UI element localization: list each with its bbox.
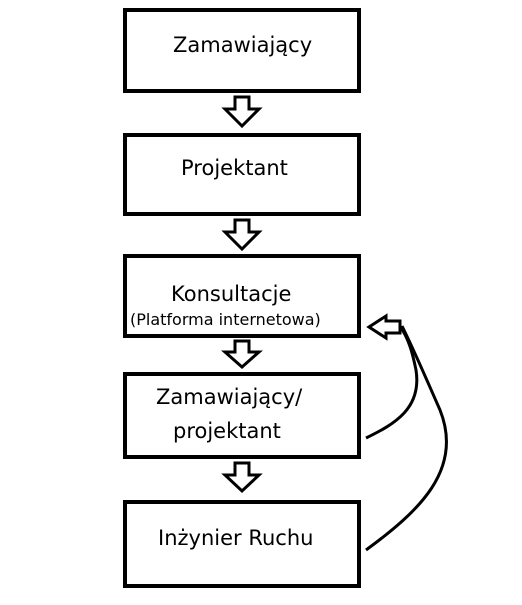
arrow-down-icon: [221, 339, 263, 370]
node-konsultacje-sublabel: (Platforma internetowa): [130, 310, 321, 329]
arrow-down-icon: [221, 461, 263, 494]
node-konsultacje-label: Konsultacje: [171, 282, 292, 306]
node-konsultacje: [123, 254, 361, 338]
node-zamawiajacy-label: Zamawiający: [173, 33, 313, 57]
arrow-down-icon: [221, 218, 263, 252]
node-zamawiajacy-projektant-label-line2: projektant: [173, 419, 281, 443]
node-projektant: [123, 133, 361, 216]
node-zamawiajacy: [123, 8, 361, 93]
node-zamawiajacy-projektant: [123, 372, 361, 459]
node-inzynier-ruchu: [123, 500, 361, 588]
feedback-curve-line: [365, 325, 448, 552]
node-projektant-label: Projektant: [181, 156, 288, 180]
arrow-left-icon: [366, 313, 402, 341]
node-inzynier-ruchu-label: Inżynier Ruchu: [158, 526, 314, 550]
node-zamawiajacy-projektant-label-line1: Zamawiający/: [156, 385, 303, 409]
arrow-down-icon: [221, 95, 263, 129]
